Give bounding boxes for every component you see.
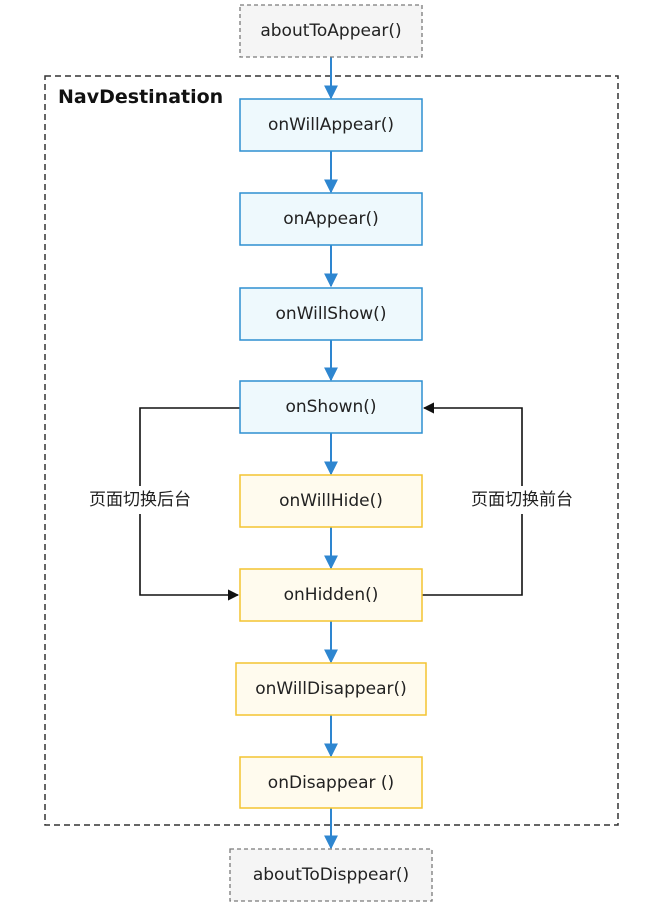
node-about-to-appear-label: aboutToAppear() [260,21,401,41]
node-on-will-hide [239,474,423,528]
node-on-appear [239,192,423,246]
node-on-will-appear-label: onWillAppear() [268,115,394,135]
node-on-will-appear [239,98,423,152]
container-label: NavDestination [58,86,223,108]
node-on-will-hide-label: onWillHide() [279,491,383,511]
node-on-hidden [239,568,423,622]
label-backdrop-right [458,486,586,514]
node-about-to-appear [239,4,423,58]
node-on-disappear-label: onDisappear () [268,773,394,793]
node-on-will-show-label: onWillShow() [276,304,387,324]
node-on-will-disappear-label: onWillDisappear() [255,679,407,699]
label-to-foreground: 页面切换前台 [471,490,573,510]
node-on-shown [239,380,423,434]
label-backdrop-left [76,486,204,514]
node-on-appear-label: onAppear() [283,209,379,229]
node-on-shown-label: onShown() [285,397,376,417]
node-on-will-disappear [235,662,427,716]
node-about-to-disappear [229,848,433,902]
label-to-background: 页面切换后台 [89,490,191,510]
node-about-to-disappear-label: aboutToDisppear() [253,865,409,885]
node-on-hidden-label: onHidden() [284,585,379,605]
node-on-will-show [239,287,423,341]
node-on-disappear [239,756,423,809]
